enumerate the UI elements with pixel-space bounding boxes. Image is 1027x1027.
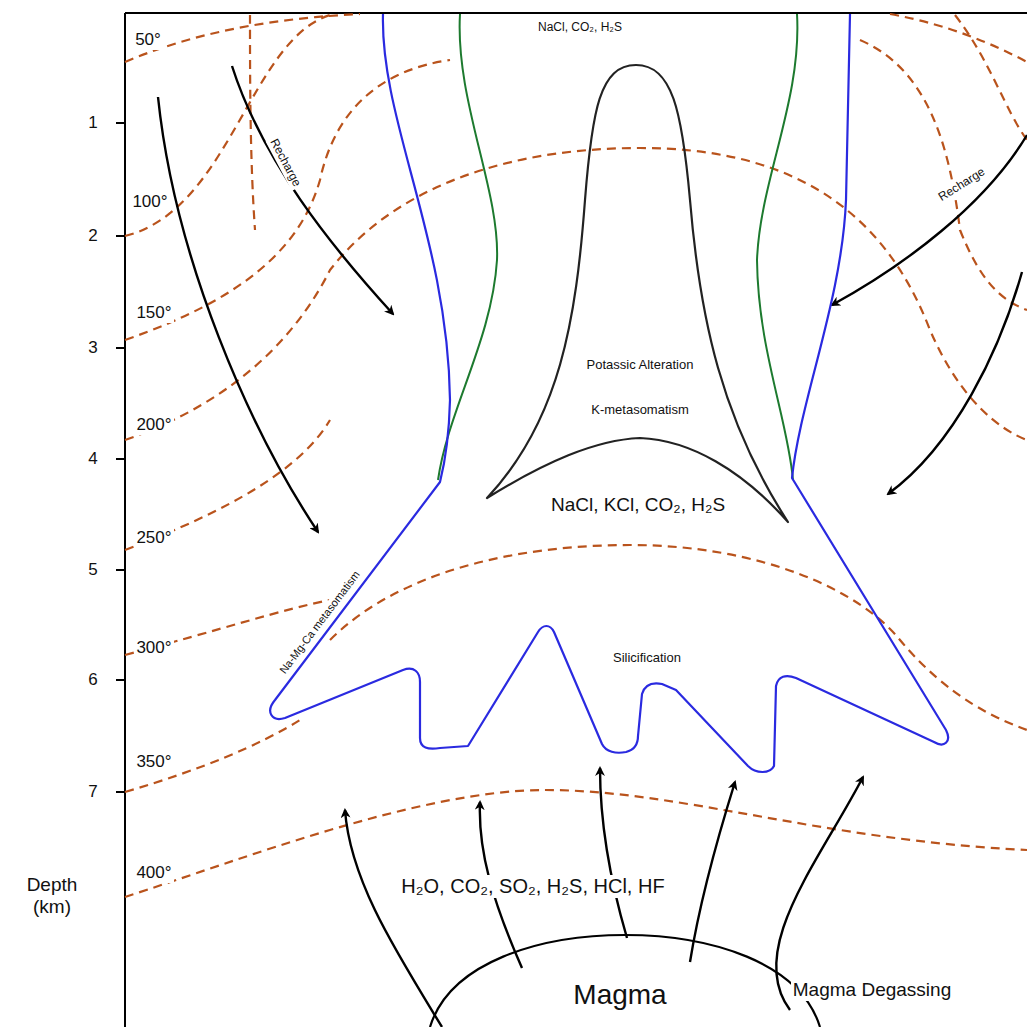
temperature-label: 300° xyxy=(134,638,173,658)
depth-tick: 6 xyxy=(88,670,97,690)
alteration-zone: NaCl, KCl, CO₂, H₂S Silicification Potassi… xyxy=(262,8,956,784)
temperature-label: 150° xyxy=(134,303,173,323)
magma-body-outline xyxy=(420,930,830,1027)
temperature-label: 50° xyxy=(133,30,163,50)
depth-tick: 3 xyxy=(88,338,97,358)
flow-label: Recharge xyxy=(935,164,990,205)
zone-label: Silicification xyxy=(613,651,681,666)
axis-title: Depth (km) xyxy=(12,874,92,918)
temperature-label: 100° xyxy=(130,192,169,212)
depth-tick: 4 xyxy=(88,449,97,469)
alteration-zone-outline xyxy=(262,8,956,784)
zone-label: NaCl, KCl, CO₂, H₂S xyxy=(551,494,725,516)
depth-tick: 5 xyxy=(88,560,97,580)
depth-tick: 1 xyxy=(88,113,97,133)
gas-label: H₂O, CO₂, SO₂, H₂S, HCl, HF xyxy=(399,875,666,898)
potassic-zone: Potassic AlterationK-metasomatism xyxy=(485,60,792,526)
temperature-label: 200° xyxy=(134,415,173,435)
depth-tick: 2 xyxy=(88,226,97,246)
magma-body: Magma xyxy=(420,930,830,1027)
potassic-zone-outline xyxy=(485,60,792,526)
temperature-label: 350° xyxy=(134,752,173,772)
depth-tick: 7 xyxy=(88,782,97,802)
flow-label: Recharge xyxy=(266,135,304,191)
zone-label: K-metasomatism xyxy=(591,403,689,418)
process-label: Magma Degassing xyxy=(791,979,953,1001)
temperature-label: 250° xyxy=(134,528,173,548)
temperature-label: 400° xyxy=(134,863,173,883)
zone-label: Na-Mg-Ca metasomatism xyxy=(276,567,364,678)
fluid-label: NaCl, CO₂, H₂S xyxy=(536,21,624,35)
zone-label: Magma xyxy=(573,979,666,1011)
zone-label: Potassic Alteration xyxy=(587,358,694,373)
